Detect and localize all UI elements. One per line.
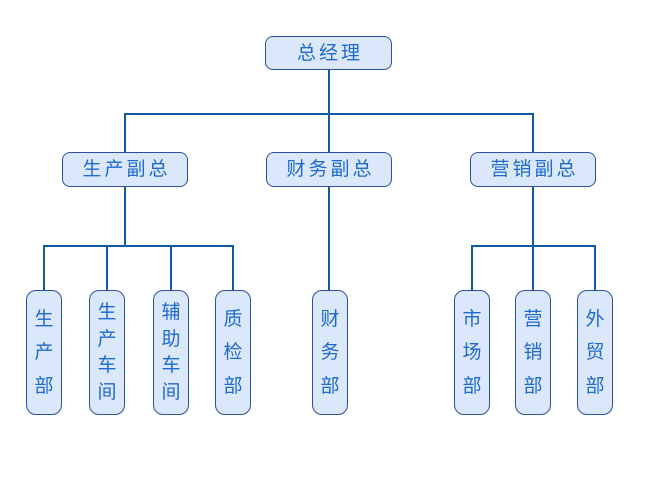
node-label: 财务副总 — [286, 158, 375, 180]
node-label: 营销部 — [523, 307, 543, 397]
connector-production-stem — [124, 187, 126, 246]
connector-marketing-stem — [532, 187, 534, 246]
node-production-vp: 生产副总 — [62, 152, 188, 187]
connector-drop-auxiliary-workshop — [170, 245, 172, 290]
node-sales-dept: 营销部 — [515, 290, 551, 415]
connector-drop-quality-dept — [232, 245, 234, 290]
connector-drop-trade-dept — [594, 245, 596, 290]
node-finance-dept: 财务部 — [312, 290, 348, 415]
node-label: 生产部 — [34, 307, 54, 397]
connector-drop-finance-vp — [328, 113, 330, 153]
node-label: 质检部 — [223, 307, 243, 397]
connector-drop-market-dept — [471, 245, 473, 290]
node-label: 总经理 — [296, 41, 363, 64]
node-label: 财务部 — [320, 307, 340, 397]
node-label: 外贸部 — [585, 307, 605, 397]
connector-drop-production-dept — [43, 245, 45, 290]
connector-drop-marketing-vp — [532, 113, 534, 153]
node-general-manager: 总经理 — [265, 36, 392, 70]
connector-drop-production-vp — [124, 113, 126, 153]
connector-drop-production-workshop — [106, 245, 108, 290]
node-label: 市场部 — [462, 307, 482, 397]
connector-drop-sales-dept — [532, 245, 534, 290]
node-auxiliary-workshop: 辅助车间 — [153, 290, 189, 415]
node-marketing-vp: 营销副总 — [470, 152, 596, 187]
connector-root-stem — [328, 70, 330, 114]
connector-production-bus — [43, 245, 234, 247]
node-quality-dept: 质检部 — [215, 290, 251, 415]
node-label: 生产车间 — [97, 300, 117, 404]
connector-marketing-bus — [471, 245, 596, 247]
node-production-dept: 生产部 — [26, 290, 62, 415]
node-label: 辅助车间 — [161, 300, 181, 404]
node-market-dept: 市场部 — [454, 290, 490, 415]
node-production-workshop: 生产车间 — [89, 290, 125, 415]
connector-finance-stem — [328, 187, 330, 290]
node-label: 生产副总 — [82, 158, 171, 180]
node-label: 营销副总 — [490, 158, 579, 180]
node-trade-dept: 外贸部 — [577, 290, 613, 415]
node-finance-vp: 财务副总 — [266, 152, 392, 187]
